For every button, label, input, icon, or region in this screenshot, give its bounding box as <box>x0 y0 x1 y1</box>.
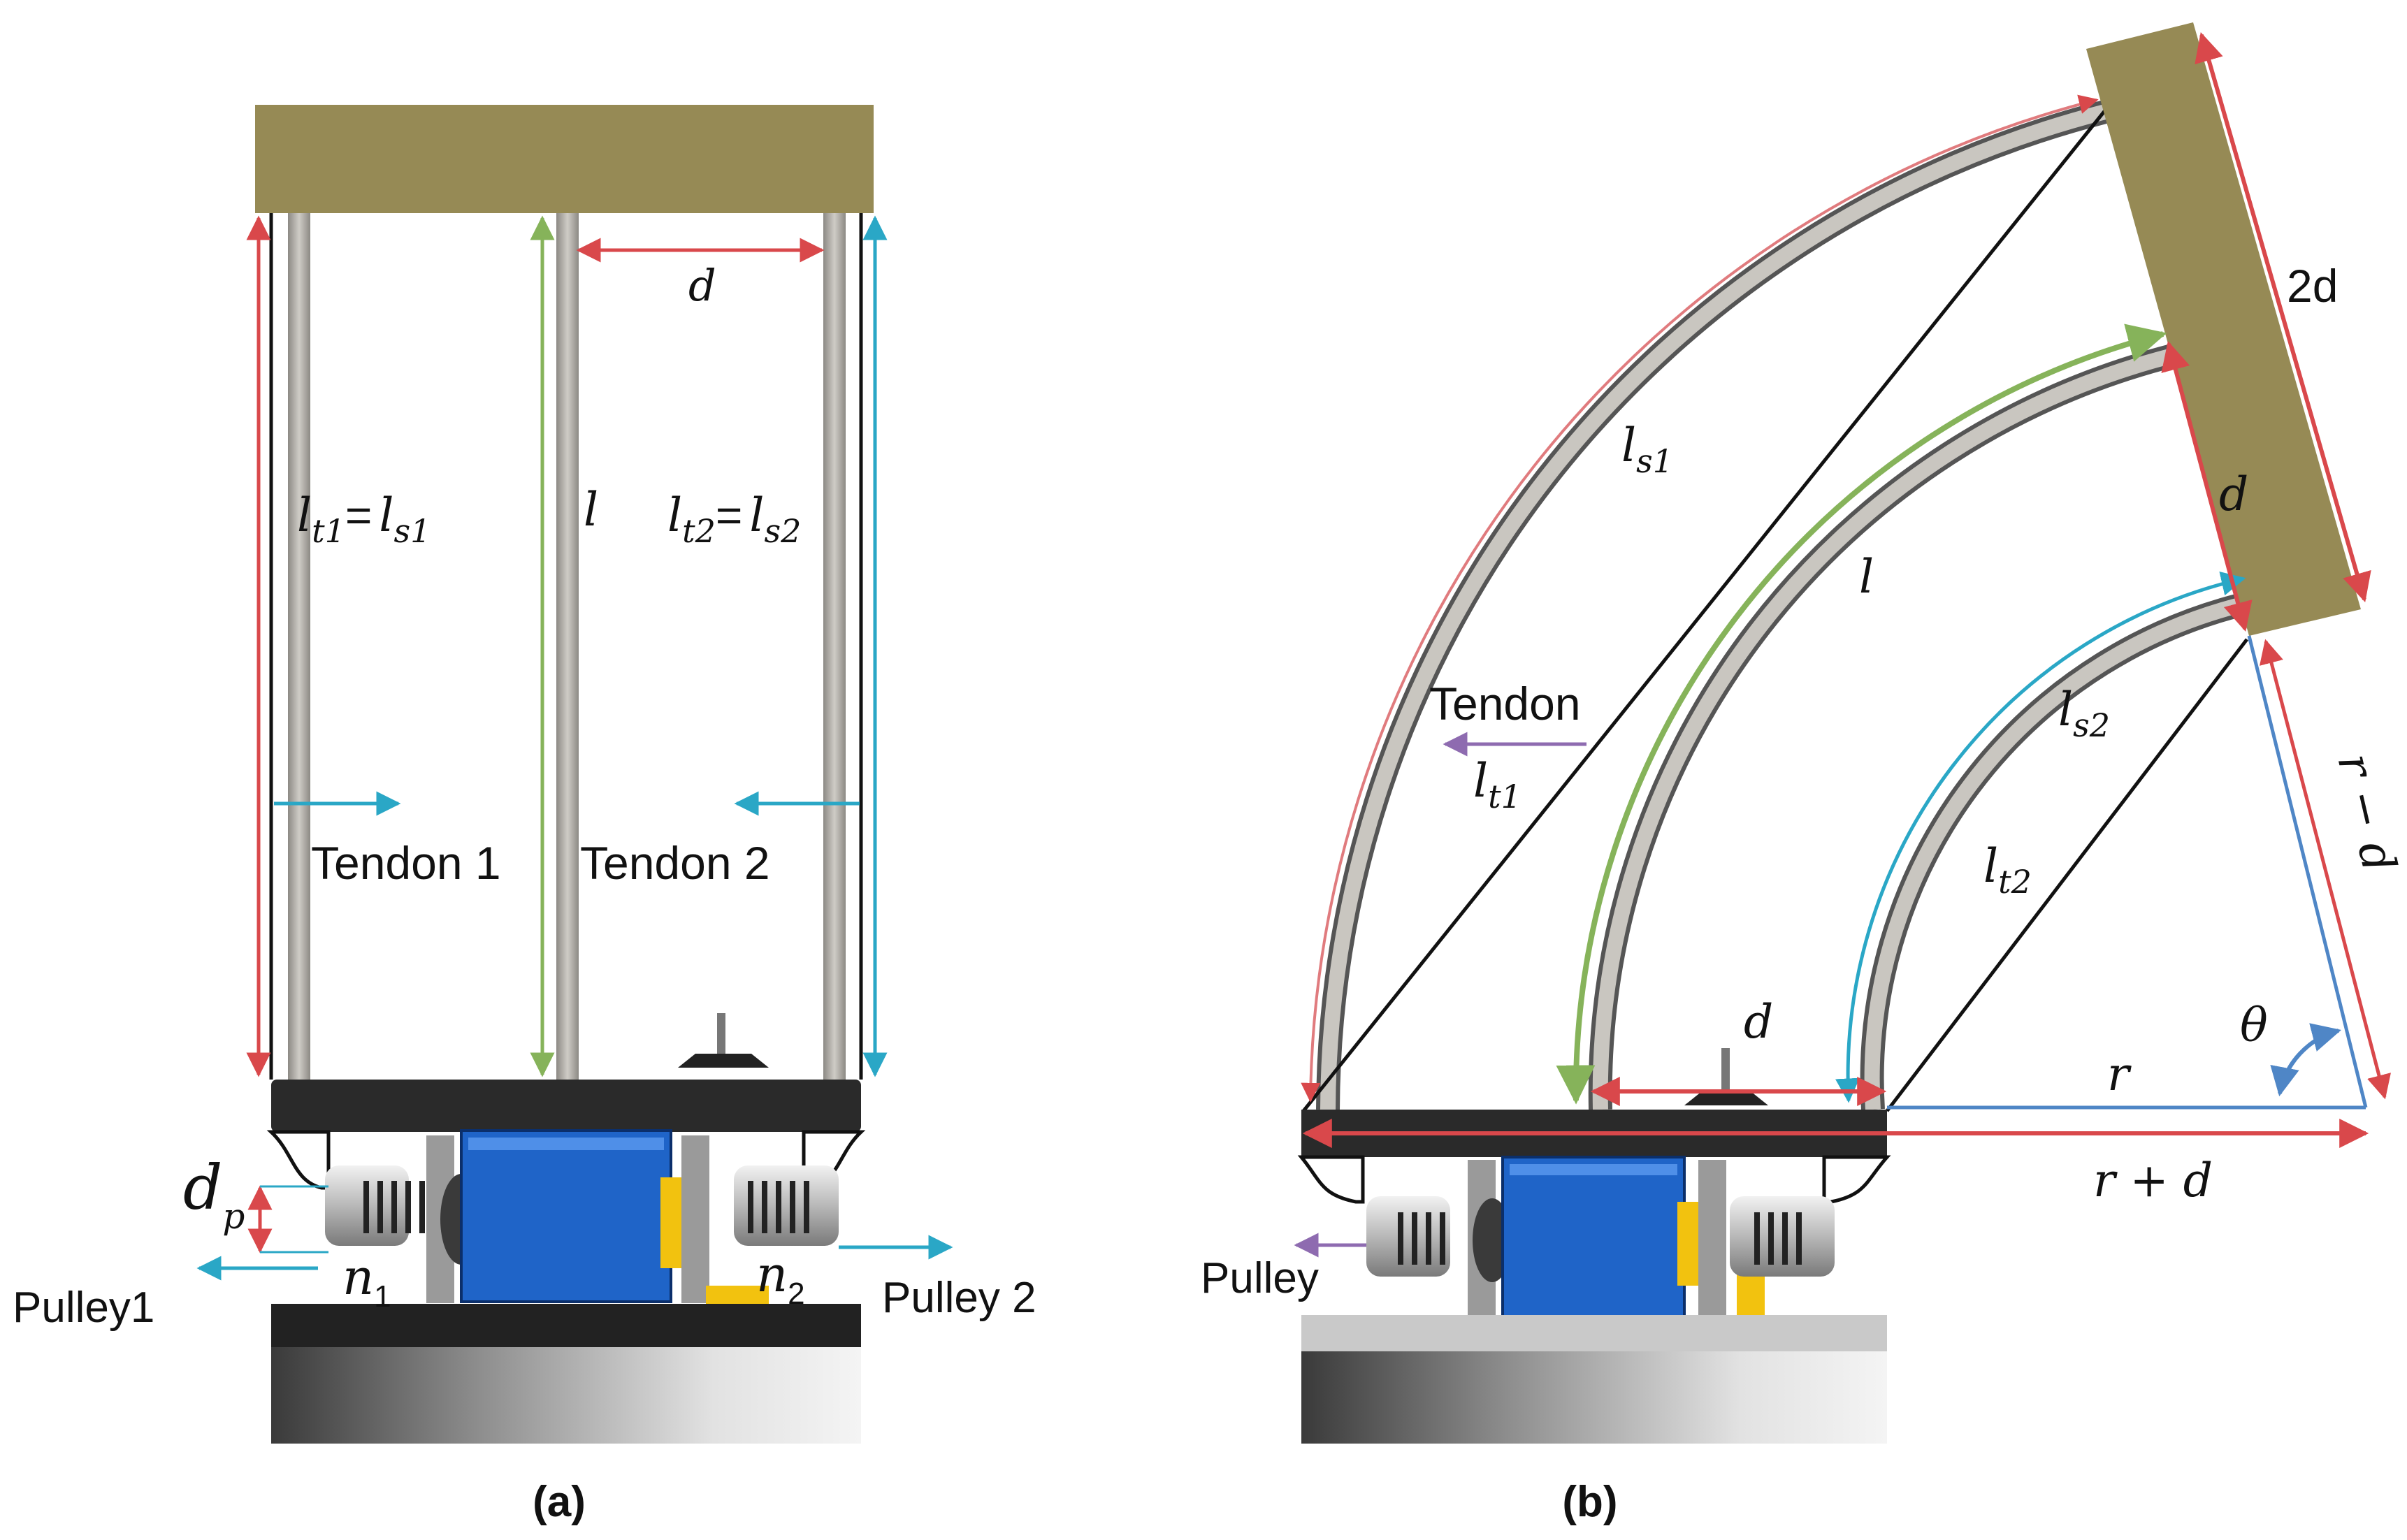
bottom-plate <box>271 1304 861 1347</box>
bracket-b-right <box>1698 1160 1726 1315</box>
label-d-plate: d <box>2219 467 2248 521</box>
label-theta: θ <box>2240 998 2268 1052</box>
caption-a: (a) <box>533 1478 586 1526</box>
arrow-ls1 <box>1301 94 2099 1103</box>
motor-b <box>1501 1156 1686 1319</box>
chord-lt1 <box>1302 109 2106 1112</box>
right-pulley-coils <box>748 1181 809 1233</box>
rod-left <box>288 213 310 1080</box>
right-pulley-drum <box>734 1165 839 1246</box>
label-tendon-1: Tendon 1 <box>311 837 501 889</box>
bottom-plate-b <box>1301 1315 1887 1351</box>
knob-base <box>678 1054 769 1068</box>
left-pulley-b <box>1366 1196 1450 1277</box>
rod-right <box>823 213 846 1080</box>
label-dp: dp <box>183 1152 245 1237</box>
rod-outer <box>1316 100 2109 1110</box>
label-n1: n1 <box>342 1249 391 1314</box>
tendon-outline <box>269 213 863 1080</box>
rod-outer-core <box>1320 104 2107 1110</box>
motor-body <box>460 1129 672 1303</box>
left-coils-b <box>1398 1212 1445 1265</box>
label-pulley-b: Pulley <box>1201 1254 1319 1302</box>
left-pulley-coils <box>363 1181 425 1233</box>
arrow-2d <box>2195 31 2371 603</box>
motor-highlight <box>468 1138 664 1150</box>
label-l-center: l <box>584 483 598 537</box>
arrow-r-minus-d <box>2260 639 2391 1100</box>
knob-b <box>1721 1048 1730 1090</box>
left-flange-b <box>1297 1155 1365 1204</box>
label-pulley-1: Pulley1 <box>13 1284 154 1332</box>
label-r: r <box>2107 1047 2132 1101</box>
label-lt2-ls2: lt2=ls2 <box>667 488 801 550</box>
label-2d: 2d <box>2287 260 2338 312</box>
base-cylinder <box>271 1347 861 1444</box>
label-tendon-b: Tendon <box>1429 678 1581 729</box>
label-d-base: d <box>1744 995 1773 1049</box>
label-ls1: ls1 <box>1621 419 1673 480</box>
label-pulley-2: Pulley 2 <box>882 1274 1036 1322</box>
motor-b-highlight <box>1510 1164 1677 1175</box>
label-ls2: ls2 <box>2058 683 2110 744</box>
base-b <box>1301 1351 1887 1444</box>
panel-a: lt1=ls1 l lt2=ls2 d Tendon 1 Tendon 2 dp… <box>13 105 1036 1526</box>
label-lt1-b: lt1 <box>1473 754 1521 815</box>
panel-b: 2d d ls1 l ls2 Tendon lt1 lt2 d θ r r − … <box>1201 22 2406 1526</box>
arrow-d-plate <box>2161 340 2253 632</box>
left-flange <box>266 1130 331 1190</box>
label-n2: n2 <box>756 1246 805 1311</box>
rod-center <box>556 213 579 1080</box>
label-l-b: l <box>1859 550 1874 604</box>
gearbox-b <box>1677 1202 1698 1286</box>
knob <box>717 1013 725 1055</box>
arrow-theta <box>2270 1023 2342 1097</box>
yellow-foot-b <box>1737 1272 1765 1321</box>
arrow-ls2 <box>1835 572 2246 1103</box>
label-lt2-b: lt2 <box>1983 839 2032 901</box>
label-lt1-ls1: lt1=ls1 <box>297 488 431 550</box>
label-tendon-2: Tendon 2 <box>580 837 770 889</box>
gear-box <box>660 1177 681 1268</box>
mid-plate <box>271 1080 861 1132</box>
right-bracket <box>681 1135 709 1303</box>
top-plate <box>255 105 874 213</box>
label-d-a: d <box>688 260 716 311</box>
label-r-minus-d: r − d <box>2327 748 2406 877</box>
label-r-plus-d: r + d <box>2093 1154 2213 1207</box>
right-flange-b <box>1822 1155 1891 1204</box>
arrow-l-b <box>1556 324 2167 1105</box>
right-coils-b <box>1754 1212 1802 1265</box>
caption-b: (b) <box>1562 1478 1617 1526</box>
yellow-foot <box>706 1286 769 1307</box>
